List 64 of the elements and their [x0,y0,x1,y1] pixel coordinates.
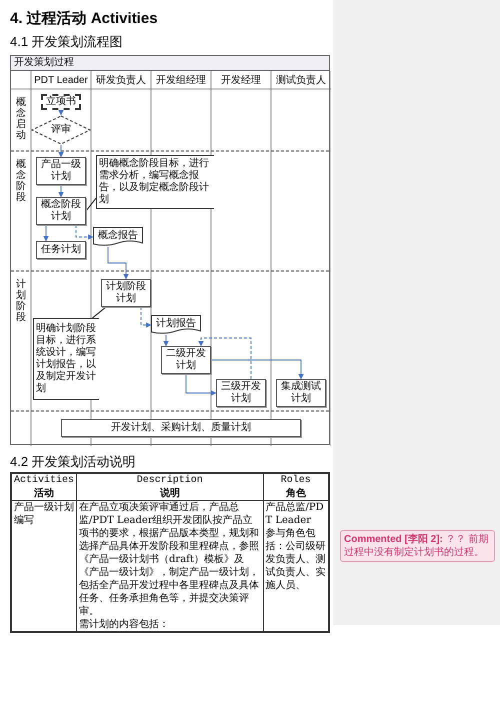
process-box [216,379,266,407]
node-label: 明确计划阶段目标，进行系统设计，编写计划报告，以及制定开发计划 [35,323,97,395]
node-label: 产品一级计划 [40,159,82,183]
comment-bubble: Commented [李阳 2]: ？？ 前期过程中没有制定计划书的过程。 [340,530,495,562]
phase-label: 概念阶段 [16,159,26,203]
node-label: 计划报告 [155,318,197,330]
column-header: Description [136,474,204,487]
subsection-heading: 4.1 开发策划流程图 [10,33,123,51]
phase-label: 概念启动 [16,97,26,141]
process-box [36,157,86,185]
node-label: 评审 [50,124,72,136]
node-label: 二级开发计划 [165,348,207,372]
process-box [36,241,86,259]
node-label: 三级开发计划 [220,381,262,405]
lane-header: 研发负责人 [95,75,147,87]
node-label: 明确概念阶段目标，进行需求分析，编写概念报告，以及制定概念阶段计划 [98,158,210,206]
arrow [43,224,49,242]
leader-line [92,306,106,318]
arrow [58,144,64,158]
table-cell-text: 参与角色包括：公司级研发负责人、测试负责人、实施人员、 [266,527,326,592]
subsection-heading: 4.2 开发策划活动说明 [10,453,136,471]
document-shape [93,227,143,247]
column-header: 活动 [33,487,55,500]
node-label: 计划阶段计划 [105,281,147,305]
node-label: 集成测试计划 [280,381,322,405]
node-label: 概念阶段计划 [40,199,82,223]
lane-header: 测试负责人 [275,75,327,87]
arrow [58,184,64,198]
process-box [161,346,211,374]
pool-title: 开发策划过程 [14,57,74,69]
leader-line [86,198,96,212]
node-label: 概念报告 [97,230,139,242]
table-cell-text: 在产品立项决策评审通过后，产品总监/PDT Leader组织开发团队按产品立项书的要求，根据产品版本类型，规划和选择产品具体开发阶段和里程碑点，参照《产品一级计划书（draft）模板》及《产品一级计划》，制定产品一级计划，包括全产品开发过程中各里程碑点及具体任务、任务承担角色等，并提交决策评审。 [79,501,260,618]
process-box [36,197,86,225]
lane-header: PDT Leader [33,75,89,87]
column-header: 说明 [158,487,181,500]
document-shape [151,315,201,335]
arrow [163,334,169,346]
process-box [101,279,151,307]
node-label: 立项书 [45,96,77,108]
lane-header: 开发经理 [220,75,262,87]
column-header: Activities [14,474,74,487]
dashed-arrow [140,306,152,328]
arrow [58,110,64,116]
decision-diamond [31,115,91,145]
node-label: 任务计划 [40,244,82,256]
process-box [276,379,326,407]
table-cell-text: 需计划的内容包括： [79,618,170,631]
dashed-arrow [198,338,252,380]
table-cell-text: 产品总监/PDT Leader [266,501,325,527]
section-heading: 4. 过程活动 Activities [10,9,158,29]
dashed-arrow [76,224,94,240]
table-cell-text: 产品一级计划编写 [14,501,74,527]
process-box [61,419,301,437]
phase-label: 计划阶段 [16,279,26,323]
start-box [41,94,81,110]
column-header: Roles [280,474,312,487]
node-label: 开发计划、采购计划、质量计划 [110,422,252,434]
column-header: 角色 [284,487,307,500]
arrow [108,246,129,280]
swimlane-pool [10,55,330,445]
arrow [210,360,304,380]
lane-header: 开发组经理 [155,75,207,87]
arrow [186,374,216,396]
